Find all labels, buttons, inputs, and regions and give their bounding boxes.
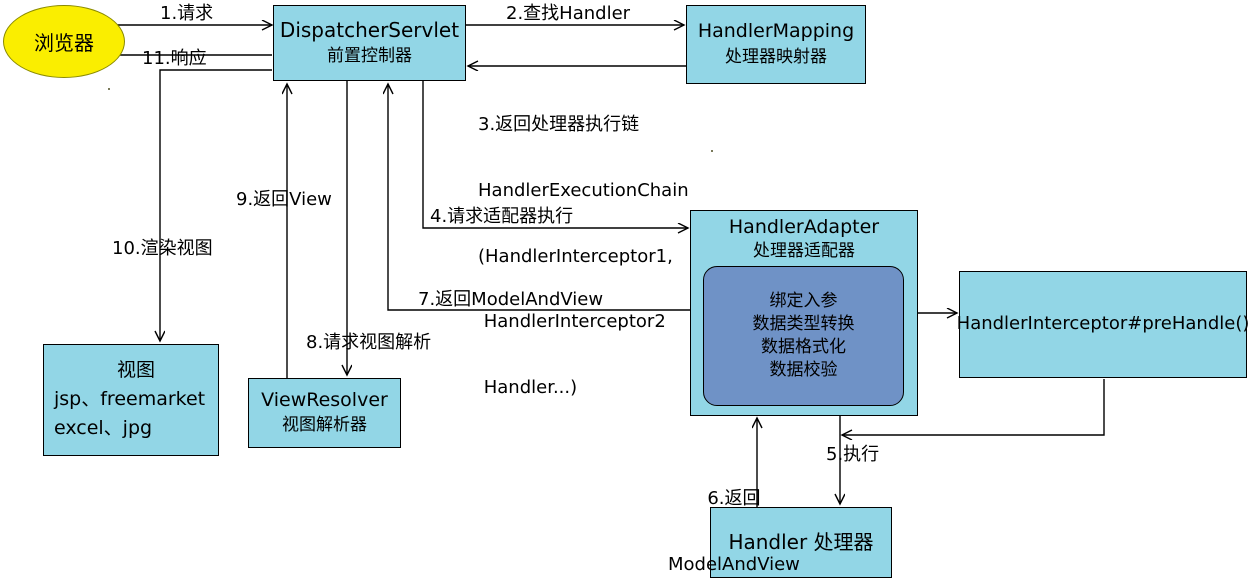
capability-item-1: 数据类型转换 bbox=[752, 314, 855, 334]
handler-mapping-subtitle: 处理器映射器 bbox=[725, 47, 827, 68]
dispatcher-servlet-subtitle: 前置控制器 bbox=[327, 46, 412, 67]
edge-label-7: 7.返回ModelAndView bbox=[418, 289, 604, 310]
capability-item-0: 绑定入参 bbox=[769, 291, 838, 311]
node-handler-interceptor[interactable]: HandlerInterceptor#preHandle() bbox=[956, 271, 1249, 378]
stray-dot-1 bbox=[108, 88, 110, 90]
edge-label-6-line2: ModelAndView bbox=[668, 553, 800, 575]
capability-item-2: 数据格式化 bbox=[761, 337, 846, 357]
node-dispatcher-servlet[interactable]: DispatcherServlet 前置控制器 bbox=[273, 5, 466, 81]
node-view[interactable]: 视图 jsp、freemarket excel、jpg bbox=[43, 344, 219, 456]
node-view-resolver[interactable]: ViewResolver 视图解析器 bbox=[248, 378, 401, 448]
handler-interceptor-label: HandlerInterceptor#preHandle() bbox=[956, 313, 1249, 335]
handler-adapter-title: HandlerAdapter bbox=[728, 216, 880, 238]
edge-label-2: 2.查找Handler bbox=[506, 3, 631, 24]
node-handler[interactable]: Handler 处理器 bbox=[710, 507, 892, 578]
edge-label-3-line5: Handler...) bbox=[478, 377, 578, 399]
edge-label-3-line3: (HandlerInterceptor1, bbox=[478, 245, 673, 267]
stray-dot-2 bbox=[711, 150, 713, 152]
edge-label-6-line1: 6.返回 bbox=[707, 487, 761, 509]
edge-label-3-line1: 3.返回处理器执行链 bbox=[478, 113, 640, 135]
node-browser[interactable]: 浏览器 bbox=[3, 5, 125, 78]
node-browser-label: 浏览器 bbox=[34, 31, 94, 55]
dispatcher-servlet-title: DispatcherServlet bbox=[279, 18, 460, 43]
edge-label-4: 4.请求适配器执行 bbox=[430, 206, 574, 227]
handler-adapter-capabilities-panel: 绑定入参 数据类型转换 数据格式化 数据校验 bbox=[703, 266, 904, 406]
edge-label-3-line4: HandlerInterceptor2 bbox=[478, 311, 666, 333]
capability-item-3: 数据校验 bbox=[769, 360, 838, 380]
view-resolver-title: ViewResolver bbox=[261, 389, 388, 412]
handler-adapter-subtitle: 处理器适配器 bbox=[753, 240, 855, 261]
edge-label-9: 9.返回View bbox=[236, 189, 332, 210]
edge-label-3: 3.返回处理器执行链 HandlerExecutionChain (Handle… bbox=[478, 70, 689, 443]
edge-label-8: 8.请求视图解析 bbox=[306, 332, 432, 353]
view-resolver-subtitle: 视图解析器 bbox=[282, 415, 367, 436]
view-title: 视图 bbox=[116, 359, 155, 382]
edge-label-5: 5.执行 bbox=[826, 444, 880, 465]
edge-label-11: 11.响应 bbox=[142, 48, 207, 69]
handler-mapping-title: HandlerMapping bbox=[697, 20, 855, 43]
edge-label-6: 6.返回 ModelAndView bbox=[668, 444, 800, 581]
edge-label-10: 10.渲染视图 bbox=[112, 238, 213, 259]
view-line-2: jsp、freemarket bbox=[54, 388, 206, 411]
node-handler-mapping[interactable]: HandlerMapping 处理器映射器 bbox=[686, 5, 866, 84]
view-line-3: excel、jpg bbox=[54, 416, 153, 439]
edge-label-3-line2: HandlerExecutionChain bbox=[478, 179, 689, 201]
edge-label-1: 1.请求 bbox=[160, 3, 214, 24]
handler-label: Handler 处理器 bbox=[728, 530, 874, 554]
